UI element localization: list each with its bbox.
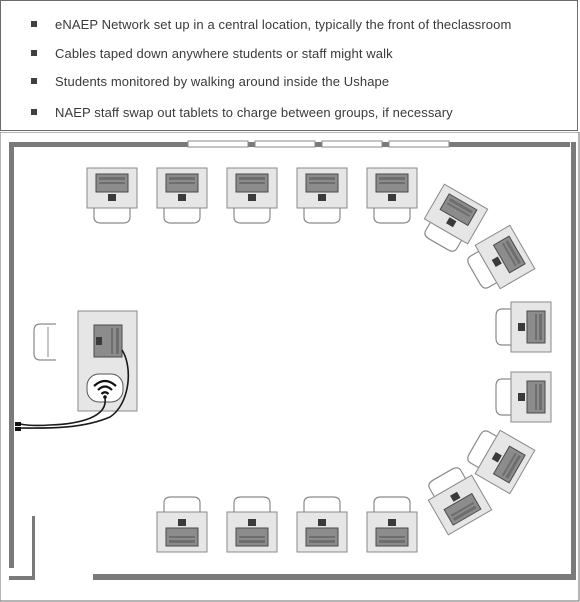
student-station: [495, 371, 552, 423]
wall-bottom: [93, 574, 576, 580]
network-cables: [15, 349, 130, 431]
student-station: [156, 167, 208, 224]
bullet-text: Students monitored by walking around ins…: [55, 73, 390, 89]
student-station: [86, 167, 138, 224]
bullet-marker: [31, 78, 37, 84]
student-station: [296, 167, 348, 224]
cable-plug: [15, 422, 21, 426]
windows: [187, 140, 450, 148]
door-icon: [32, 516, 35, 580]
chair-icon: [33, 323, 56, 361]
student-station: [366, 167, 418, 224]
classroom-layout: [0, 132, 580, 602]
wall-right: [571, 142, 576, 580]
bullet-marker: [31, 50, 37, 56]
student-station: [296, 496, 348, 553]
bullet-text: Cables taped down anywhere students or s…: [55, 45, 393, 61]
bullet-marker: [31, 109, 37, 115]
bullet-item: eNAEP Network set up in a central locati…: [31, 14, 511, 34]
staff-station: [15, 310, 138, 431]
student-station: [226, 496, 278, 553]
student-stations: [86, 167, 552, 553]
wall-left: [9, 142, 14, 568]
student-station: [495, 301, 552, 353]
window-icon: [321, 140, 383, 148]
bullet-text: NAEP staff swap out tablets to charge be…: [55, 104, 453, 120]
student-station: [467, 429, 536, 495]
student-station: [366, 496, 418, 553]
tablet-icon: [443, 491, 482, 526]
door-frame: [9, 576, 35, 580]
student-station: [427, 467, 493, 536]
tablet-icon: [235, 519, 269, 547]
bullet-item: NAEP staff swap out tablets to charge be…: [31, 102, 453, 122]
tablet-icon: [491, 445, 526, 484]
tablet-icon: [491, 235, 526, 274]
student-station: [423, 183, 489, 252]
tablet-icon: [518, 310, 546, 344]
student-station: [226, 167, 278, 224]
tablet-icon: [305, 173, 339, 201]
tablet-icon: [165, 173, 199, 201]
window-icon: [254, 140, 316, 148]
tablet-icon: [95, 173, 129, 201]
tablet-icon: [165, 519, 199, 547]
window-icon: [388, 140, 450, 148]
classroom-diagram: [0, 132, 580, 602]
bullet-marker: [31, 21, 37, 27]
tablet-icon: [305, 519, 339, 547]
bullet-item: Cables taped down anywhere students or s…: [31, 43, 393, 63]
wifi-icon: [86, 373, 124, 403]
tablet-icon: [235, 173, 269, 201]
student-station: [156, 496, 208, 553]
tablet-icon: [518, 380, 546, 414]
student-station: [467, 224, 536, 290]
bullet-item: Students monitored by walking around ins…: [31, 71, 389, 91]
bullet-text: eNAEP Network set up in a central locati…: [55, 16, 512, 32]
window-icon: [187, 140, 249, 148]
tablet-icon: [439, 193, 478, 228]
tablet-icon: [375, 519, 409, 547]
notes-box: eNAEP Network set up in a central locati…: [0, 0, 578, 131]
tablet-icon: [93, 324, 123, 358]
tablet-icon: [375, 173, 409, 201]
cable-plug: [15, 427, 21, 431]
